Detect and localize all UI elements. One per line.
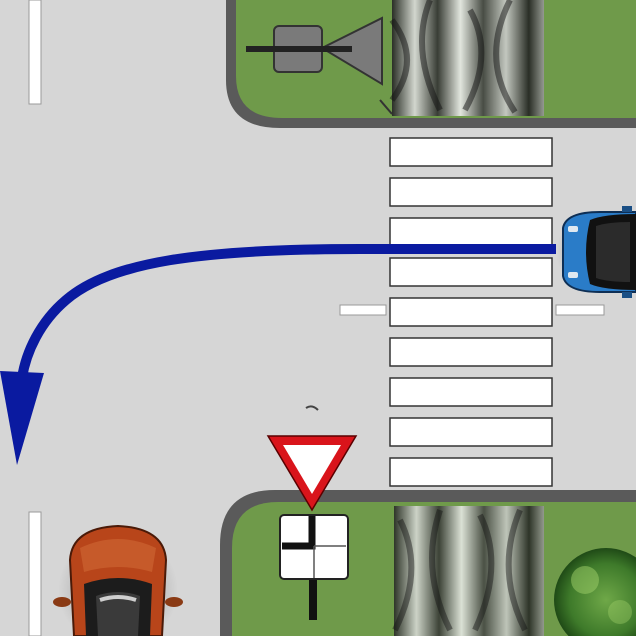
lane-marking-bottom [28, 511, 42, 636]
blue-car [556, 206, 636, 298]
left-turn-path-arrow [0, 244, 556, 465]
grass-top-right [226, 0, 636, 128]
yield-triangle-icon [266, 435, 358, 512]
sign-back-icon [246, 16, 383, 86]
crosswalk [389, 137, 553, 487]
tree [554, 548, 636, 636]
lane-marking-top [28, 0, 42, 105]
center-dash-left [339, 304, 387, 316]
yield-sign-assembly [266, 405, 358, 620]
center-dash-right [555, 304, 605, 316]
orange-car [53, 524, 183, 636]
main-road-direction-icon [279, 514, 349, 580]
